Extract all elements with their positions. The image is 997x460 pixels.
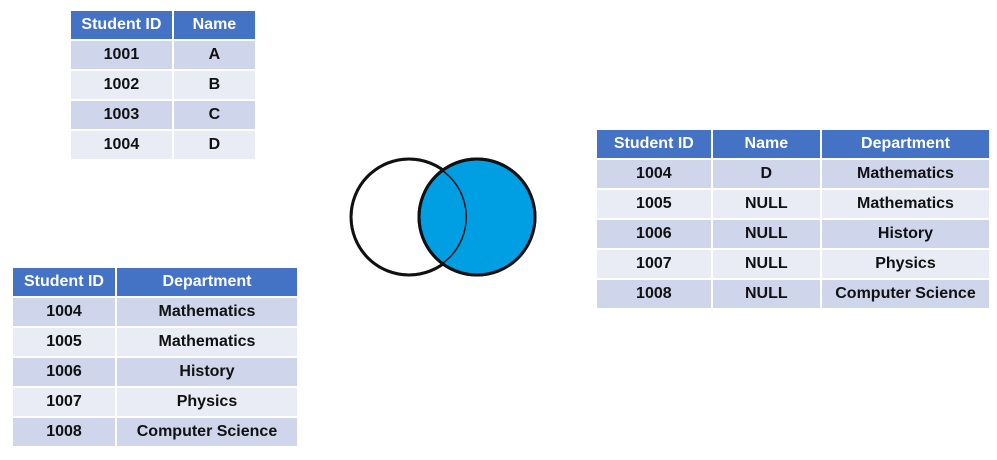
cell-student-id: 1003: [69, 99, 174, 131]
table-row: 1003 C: [69, 99, 258, 131]
column-header-student-id: Student ID: [595, 128, 713, 160]
cell-student-id: 1008: [11, 416, 117, 448]
cell-student-id: 1004: [595, 158, 713, 190]
venn-right-circle-outline: [417, 157, 537, 277]
cell-department: Mathematics: [114, 296, 300, 328]
cell-department: Mathematics: [819, 158, 992, 190]
cell-department: History: [819, 218, 992, 250]
cell-name: NULL: [710, 248, 822, 280]
cell-student-id: 1005: [595, 188, 713, 220]
table-row: 1008 Computer Science: [11, 416, 300, 448]
table-row: 1004 Mathematics: [11, 296, 300, 328]
table-header-row: Student ID Department: [11, 266, 300, 298]
table-row: 1004 D: [69, 129, 258, 161]
cell-student-id: 1005: [11, 326, 117, 358]
cell-name: NULL: [710, 218, 822, 250]
table-row: 1005 NULL Mathematics: [595, 188, 992, 220]
students-table: Student ID Name 1001 A 1002 B 1003 C 100…: [69, 9, 258, 161]
table-row: 1005 Mathematics: [11, 326, 300, 358]
cell-student-id: 1004: [69, 129, 174, 161]
column-header-student-id: Student ID: [69, 9, 174, 41]
right-join-venn-diagram: [349, 157, 537, 277]
cell-department: Mathematics: [114, 326, 300, 358]
cell-name: C: [171, 99, 258, 131]
table-row: 1006 History: [11, 356, 300, 388]
table-row: 1002 B: [69, 69, 258, 101]
column-header-department: Department: [819, 128, 992, 160]
cell-student-id: 1007: [595, 248, 713, 280]
cell-student-id: 1004: [11, 296, 117, 328]
cell-student-id: 1006: [595, 218, 713, 250]
cell-student-id: 1006: [11, 356, 117, 388]
cell-name: D: [710, 158, 822, 190]
column-header-name: Name: [171, 9, 258, 41]
departments-table: Student ID Department 1004 Mathematics 1…: [11, 266, 300, 448]
table-header-row: Student ID Name: [69, 9, 258, 41]
cell-name: A: [171, 39, 258, 71]
cell-department: History: [114, 356, 300, 388]
table-row: 1007 Physics: [11, 386, 300, 418]
cell-student-id: 1001: [69, 39, 174, 71]
column-header-student-id: Student ID: [11, 266, 117, 298]
column-header-name: Name: [710, 128, 822, 160]
cell-student-id: 1002: [69, 69, 174, 101]
cell-name: B: [171, 69, 258, 101]
cell-student-id: 1008: [595, 278, 713, 310]
cell-name: NULL: [710, 278, 822, 310]
table-row: 1001 A: [69, 39, 258, 71]
table-row: 1008 NULL Computer Science: [595, 278, 992, 310]
cell-department: Physics: [819, 248, 992, 280]
result-table: Student ID Name Department 1004 D Mathem…: [595, 128, 992, 310]
cell-student-id: 1007: [11, 386, 117, 418]
cell-name: NULL: [710, 188, 822, 220]
table-row: 1007 NULL Physics: [595, 248, 992, 280]
table-row: 1004 D Mathematics: [595, 158, 992, 190]
cell-department: Computer Science: [114, 416, 300, 448]
cell-department: Physics: [114, 386, 300, 418]
table-header-row: Student ID Name Department: [595, 128, 992, 160]
table-row: 1006 NULL History: [595, 218, 992, 250]
cell-department: Computer Science: [819, 278, 992, 310]
cell-department: Mathematics: [819, 188, 992, 220]
column-header-department: Department: [114, 266, 300, 298]
cell-name: D: [171, 129, 258, 161]
